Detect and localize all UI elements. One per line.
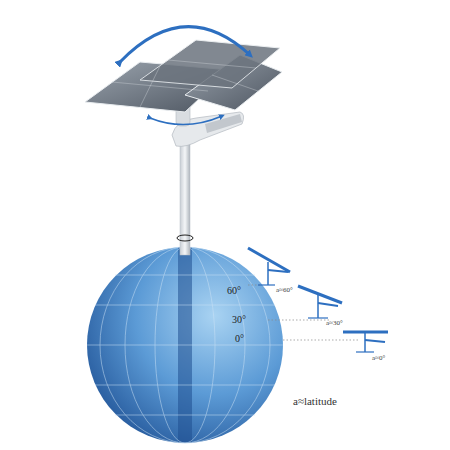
pole (180, 140, 190, 255)
tilt-icon-60 (248, 248, 290, 285)
globe (87, 247, 283, 443)
rotation-arrow (150, 116, 222, 125)
tilt-angle-label: a≈60° (276, 287, 293, 294)
tilt-icon-30 (298, 286, 342, 318)
pole-ring (177, 235, 193, 241)
latitude-label: 60° (227, 286, 241, 296)
solar-panels (85, 40, 282, 112)
tilt-arrow (120, 27, 250, 62)
tilt-angle-label: a≈30° (326, 320, 343, 327)
latitude-label: 30° (232, 315, 246, 325)
latitude-label: 0° (235, 334, 244, 344)
tilt-icon-0 (343, 332, 388, 352)
formula-note: a≈latitude (293, 396, 337, 407)
tilt-angle-label: a≈0° (372, 355, 385, 362)
